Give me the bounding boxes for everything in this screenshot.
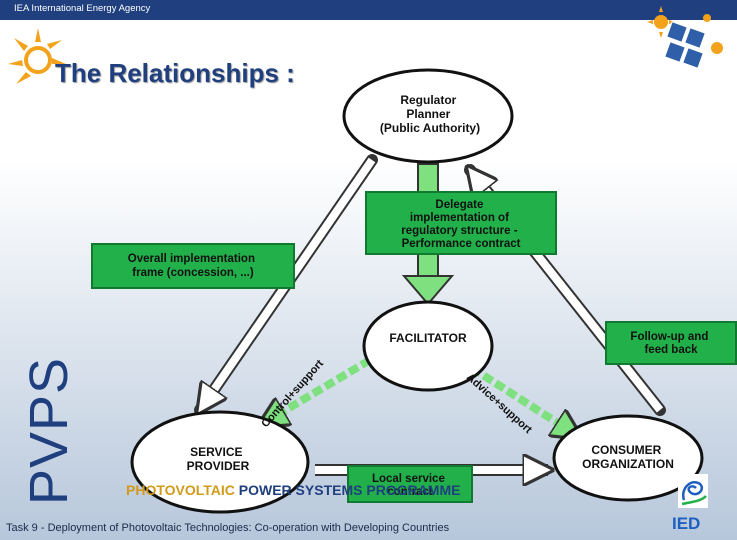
svg-text:Overall implementation f: Overall implementation frame (concession… bbox=[128, 253, 258, 279]
consumer-org-line-1: CONSUMER bbox=[591, 443, 661, 457]
consumer-org-line-2: ORGANIZATION bbox=[582, 457, 674, 471]
svg-text:Delegate implementation: Delegate implementation of regulatory st… bbox=[401, 199, 521, 250]
swirl-logo-icon bbox=[678, 474, 708, 508]
svg-text:Follow-up and feed back: Follow-up and feed back bbox=[630, 331, 711, 356]
facilitator-oval bbox=[362, 300, 494, 392]
local-service-line-2: contract bbox=[387, 486, 433, 498]
overall-line-2: frame (concession, ...) bbox=[132, 267, 254, 279]
delegate-box bbox=[365, 191, 557, 255]
local-service-line-1: Local service bbox=[372, 473, 445, 485]
programme-word-1: PHOTOVOLTAIC bbox=[126, 482, 235, 498]
regulator-line-2: Planner bbox=[406, 107, 450, 121]
local-service-box bbox=[347, 465, 473, 503]
sun-icon bbox=[8, 28, 66, 84]
consumer-org-oval bbox=[552, 414, 704, 502]
regulator-line-3: (Public Authority) bbox=[380, 121, 480, 135]
service-provider-oval bbox=[130, 410, 310, 514]
overall-implementation-box bbox=[91, 243, 295, 289]
task-footer: Task 9 - Deployment of Photovoltaic Tech… bbox=[6, 522, 450, 534]
delegate-line-3: regulatory structure - bbox=[401, 225, 517, 237]
programme-name: PHOTOVOLTAIC POWER SYSTEMS PROGRAMME bbox=[126, 482, 460, 498]
svg-text:CONSUMER ORGANIZATION: CONSUMER ORGANIZATION bbox=[582, 443, 674, 471]
overall-line-1: Overall implementation bbox=[128, 253, 255, 265]
regulator-line-1: Regulator bbox=[400, 93, 456, 107]
svg-text:SERVICE PROVIDER: SERVICE PROVIDER bbox=[187, 445, 250, 473]
agency-name: IEA International Energy Agency bbox=[14, 3, 151, 14]
header-bar: IEA International Energy Agency bbox=[0, 0, 737, 20]
regulator-oval bbox=[342, 68, 514, 164]
ied-logo-text: IED bbox=[672, 514, 701, 533]
delegate-line-4: Performance contract bbox=[402, 238, 521, 250]
delegate-line-1: Delegate bbox=[435, 199, 483, 211]
svg-text:Local service contract: Local service contract bbox=[372, 473, 448, 498]
followup-box bbox=[605, 321, 737, 365]
control-support-arrow bbox=[262, 356, 373, 424]
solar-panel-icon bbox=[647, 6, 723, 69]
slide-title: The Relationships : bbox=[55, 58, 295, 88]
delegate-line-2: implementation of bbox=[410, 212, 509, 224]
green-arrow-head bbox=[401, 275, 455, 306]
svg-text:Regulator Planner: Regulator Planner (Public Authority) bbox=[380, 93, 480, 135]
followup-line-1: Follow-up and bbox=[630, 331, 708, 343]
programme-rest: POWER SYSTEMS PROGRAMME bbox=[234, 482, 461, 498]
service-provider-line-1: SERVICE bbox=[190, 445, 242, 459]
advice-support-arrow bbox=[469, 364, 578, 436]
facilitator-label: FACILITATOR bbox=[389, 331, 467, 345]
service-provider-line-2: PROVIDER bbox=[187, 459, 250, 473]
followup-line-2: feed back bbox=[644, 344, 698, 356]
